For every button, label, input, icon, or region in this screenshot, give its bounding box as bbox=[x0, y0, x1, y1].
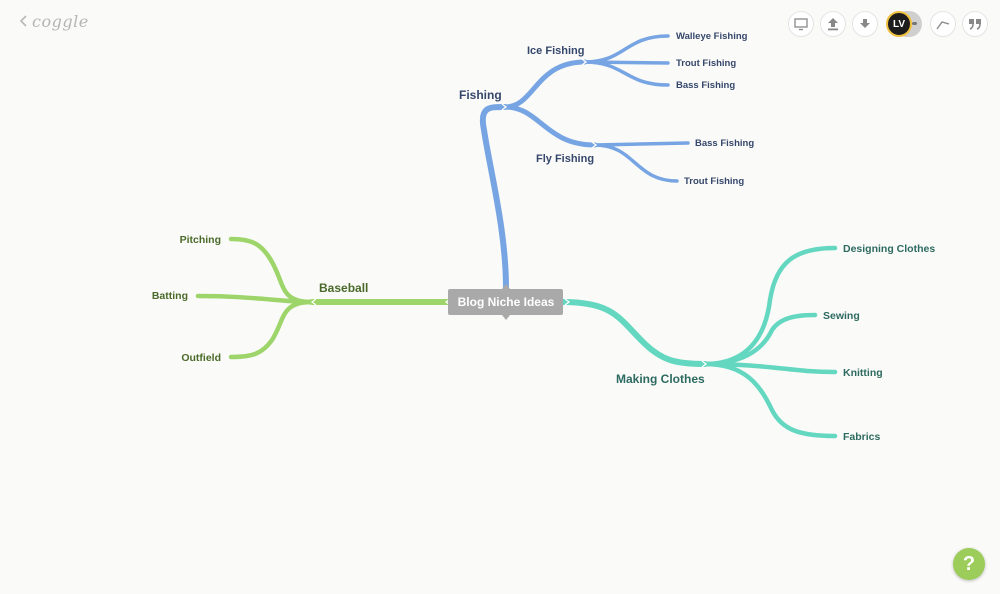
chevron-baseball-icon bbox=[310, 298, 317, 306]
link-ice-bass bbox=[583, 60, 670, 87]
root-handle-top-icon bbox=[502, 284, 510, 289]
node-knitting[interactable]: Knitting bbox=[843, 367, 883, 379]
history-button[interactable] bbox=[930, 11, 956, 37]
chevron-left-icon bbox=[20, 15, 27, 27]
help-button[interactable]: ? bbox=[953, 548, 985, 580]
root-node[interactable]: Blog Niche Ideas bbox=[448, 284, 563, 320]
root-handle-bottom-icon bbox=[502, 315, 510, 320]
node-walleye-fishing[interactable]: Walleye Fishing bbox=[676, 31, 748, 42]
branch-fishing: Fishing Ice Fishing Fly Fishing Walleye … bbox=[459, 31, 754, 291]
link-clothes-designing bbox=[702, 245, 838, 367]
link-clothes-sewing bbox=[702, 312, 818, 367]
node-designing-clothes[interactable]: Designing Clothes bbox=[843, 243, 935, 255]
branch-baseball: Baseball Pitching Batting Outfield bbox=[152, 234, 451, 364]
link-baseball-pitching bbox=[228, 236, 315, 305]
root-node-box bbox=[448, 289, 563, 315]
avatar[interactable]: LV bbox=[886, 11, 912, 37]
comments-button[interactable] bbox=[962, 11, 988, 37]
back-to-dashboard-link[interactable]: coggle bbox=[20, 11, 89, 31]
node-baseball[interactable]: Baseball bbox=[319, 281, 368, 295]
node-sewing[interactable]: Sewing bbox=[823, 310, 860, 322]
share-button[interactable] bbox=[820, 11, 846, 37]
node-ice-trout-fishing[interactable]: Trout Fishing bbox=[676, 58, 736, 69]
coggle-logo: coggle bbox=[32, 11, 89, 31]
toolbar: LV bbox=[788, 10, 988, 38]
chevron-root-right-icon bbox=[564, 298, 571, 306]
node-ice-bass-fishing[interactable]: Bass Fishing bbox=[676, 80, 735, 91]
quote-icon bbox=[969, 19, 981, 30]
link-fishing-ice bbox=[502, 59, 588, 110]
branch-making-clothes: Making Clothes Designing Clothes Sewing … bbox=[560, 243, 935, 443]
upload-icon bbox=[828, 18, 838, 31]
download-button[interactable] bbox=[852, 11, 878, 37]
node-fly-bass-fishing[interactable]: Bass Fishing bbox=[695, 138, 754, 149]
chevron-fishing-icon bbox=[501, 103, 508, 111]
menu-dot-icon bbox=[912, 22, 917, 25]
root-node-label[interactable]: Blog Niche Ideas bbox=[458, 295, 555, 309]
chevron-clothes-icon bbox=[701, 360, 708, 368]
link-root-fishing bbox=[479, 103, 509, 291]
node-fly-trout-fishing[interactable]: Trout Fishing bbox=[684, 176, 744, 187]
link-baseball-outfield bbox=[228, 299, 315, 360]
link-fishing-fly bbox=[502, 104, 598, 148]
link-clothes-fabrics bbox=[702, 361, 838, 439]
node-ice-fishing[interactable]: Ice Fishing bbox=[527, 45, 584, 57]
node-outfield[interactable]: Outfield bbox=[181, 352, 221, 364]
present-button[interactable] bbox=[788, 11, 814, 37]
chart-line-icon bbox=[936, 21, 950, 30]
chevron-fly-icon bbox=[591, 141, 598, 149]
download-icon bbox=[860, 19, 870, 28]
node-fabrics[interactable]: Fabrics bbox=[843, 431, 881, 443]
link-ice-walleye bbox=[583, 34, 670, 64]
user-menu[interactable]: LV bbox=[886, 11, 922, 37]
node-batting[interactable]: Batting bbox=[152, 290, 188, 302]
chevron-ice-icon bbox=[581, 58, 588, 66]
node-pitching[interactable]: Pitching bbox=[180, 234, 221, 246]
node-fly-fishing[interactable]: Fly Fishing bbox=[536, 153, 594, 165]
link-fly-trout bbox=[593, 143, 679, 183]
node-fishing[interactable]: Fishing bbox=[459, 88, 502, 102]
link-fly-bass bbox=[593, 141, 690, 147]
link-root-clothes bbox=[560, 299, 708, 367]
monitor-icon bbox=[794, 17, 808, 30]
node-making-clothes[interactable]: Making Clothes bbox=[616, 372, 705, 386]
